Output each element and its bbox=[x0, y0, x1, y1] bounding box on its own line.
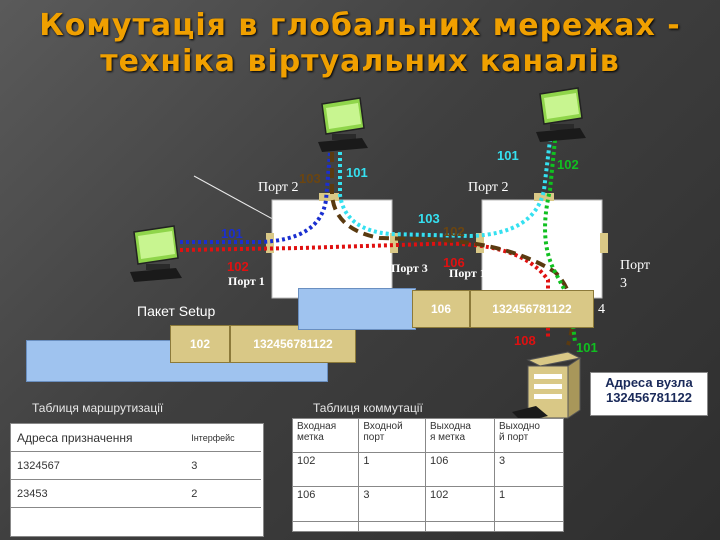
header-text: Выходно bbox=[498, 421, 540, 432]
port-connector-left-1 bbox=[266, 233, 274, 253]
node-address-line2: 132456781122 bbox=[605, 390, 693, 405]
port-connector-right-2 bbox=[534, 193, 554, 201]
slide-title-line2: техніка віртуальних каналів bbox=[100, 44, 620, 79]
routing-table: Адреса призначення Інтерфейс 1324567 3 2… bbox=[11, 424, 261, 508]
header-text: метка bbox=[297, 432, 324, 443]
label-blue-101: 101 bbox=[221, 226, 243, 241]
switching-cell: 102 bbox=[291, 451, 360, 488]
switching-cell: 1 bbox=[358, 451, 426, 488]
routing-cell: 2 bbox=[185, 479, 261, 508]
port-1-right: Порт 1 bbox=[449, 266, 486, 280]
routing-cell: 23453 bbox=[11, 479, 186, 508]
table-row: 106 3 102 1 bbox=[291, 486, 565, 522]
port-3-right-line2: 3 bbox=[620, 276, 627, 291]
switching-cell: 3 bbox=[358, 486, 426, 522]
switching-cell bbox=[291, 520, 360, 533]
packet-right-body bbox=[298, 288, 416, 330]
switching-cell bbox=[424, 520, 495, 533]
computer-top-right-icon bbox=[536, 87, 586, 142]
header-text: Входной bbox=[363, 421, 403, 432]
routing-header-destination: Адреса призначення bbox=[11, 424, 186, 452]
switching-cell bbox=[493, 520, 565, 533]
header-text: Входная bbox=[297, 421, 337, 432]
header-text: Выходна bbox=[429, 421, 471, 432]
path-blue bbox=[180, 151, 332, 244]
switching-cell: 102 bbox=[424, 486, 495, 522]
label-red-106: 106 bbox=[443, 255, 465, 270]
label-cyan-101-right: 101 bbox=[497, 148, 519, 163]
label-cyan-103: 103 bbox=[418, 211, 440, 226]
label-green-101: 101 bbox=[576, 340, 598, 355]
packet-right-vc: 106 bbox=[412, 290, 470, 328]
routing-cell: 1324567 bbox=[11, 451, 186, 480]
label-cyan-101: 101 bbox=[346, 165, 368, 180]
port-2-left: Порт 2 bbox=[258, 180, 299, 195]
table-row: 1324567 3 bbox=[11, 451, 261, 480]
switch-right bbox=[481, 199, 603, 299]
packet-setup-label: Пакет Setup bbox=[137, 303, 216, 319]
computer-top-left-icon bbox=[318, 97, 368, 152]
port-connector-left-3 bbox=[390, 233, 398, 253]
server-icon bbox=[512, 351, 582, 422]
routing-cell: 3 bbox=[185, 451, 261, 480]
node-address-line1: Адреса вузла bbox=[605, 375, 693, 390]
packet-setup-vc: 102 bbox=[170, 325, 230, 363]
header-text: я метка bbox=[429, 432, 466, 443]
switching-cell: 3 bbox=[493, 451, 565, 488]
table-row bbox=[291, 520, 565, 533]
label-red-102: 102 bbox=[227, 259, 249, 274]
label-green-102: 102 bbox=[557, 157, 579, 172]
port-3-right-line1: Порт bbox=[620, 258, 651, 273]
packet-right-address: 132456781122 bbox=[470, 290, 594, 328]
routing-table-caption: Таблиця маршрутизації bbox=[32, 401, 164, 415]
switching-cell bbox=[358, 520, 426, 533]
label-brown-103: 103 bbox=[299, 171, 321, 186]
switching-cell: 106 bbox=[291, 486, 360, 522]
packet-setup-address: 132456781122 bbox=[230, 325, 356, 363]
switching-cell: 1 bbox=[493, 486, 565, 522]
port-connector-left-2 bbox=[319, 193, 339, 201]
port-3: Порт 3 bbox=[391, 261, 428, 275]
port-2-right: Порт 2 bbox=[468, 180, 509, 195]
port-1-left: Порт 1 bbox=[228, 274, 265, 288]
port-4-partial: 4 bbox=[598, 302, 605, 317]
table-row: 102 1 106 3 bbox=[291, 451, 565, 488]
port-connector-right-3 bbox=[600, 233, 608, 253]
label-red-108: 108 bbox=[514, 333, 536, 348]
path-cyan bbox=[338, 139, 552, 239]
header-text: й порт bbox=[498, 432, 529, 443]
table-row: 23453 2 bbox=[11, 479, 261, 508]
routing-table-header: Адреса призначення Інтерфейс bbox=[11, 424, 261, 452]
switching-table-caption: Таблиця коммутації bbox=[313, 401, 423, 415]
routing-table-box: Адреса призначення Інтерфейс 1324567 3 2… bbox=[10, 423, 264, 537]
label-brown-102: 102 bbox=[443, 224, 465, 239]
node-address-box: Адреса вузла 132456781122 bbox=[590, 372, 708, 416]
header-text: порт bbox=[363, 432, 385, 443]
switching-cell: 106 bbox=[424, 451, 495, 488]
slide-title-line1: Комутація в глобальних мережах - bbox=[39, 8, 681, 43]
path-green bbox=[543, 139, 577, 343]
routing-header-interface: Інтерфейс bbox=[185, 424, 261, 452]
computer-left-icon bbox=[130, 225, 182, 282]
